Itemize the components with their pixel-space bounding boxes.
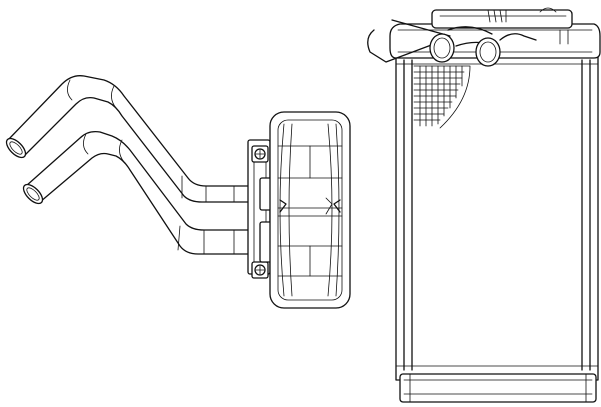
upper-bolt-icon bbox=[251, 145, 269, 163]
core-body bbox=[395, 49, 599, 381]
side-view-tube-assembly bbox=[5, 75, 351, 309]
fin-pattern bbox=[413, 65, 471, 129]
lower-outlet-tube bbox=[22, 130, 263, 255]
upper-inlet-tube bbox=[5, 75, 263, 203]
side-view-header-tank bbox=[269, 111, 351, 309]
front-view-heater-core bbox=[367, 7, 601, 403]
lower-bolt-icon bbox=[251, 261, 269, 279]
mounting-flange bbox=[247, 139, 277, 279]
lower-tube-end bbox=[22, 183, 44, 205]
bottom-tank bbox=[399, 373, 597, 403]
top-outlet-pipe bbox=[447, 26, 537, 67]
top-inlet-pipe bbox=[367, 19, 455, 63]
upper-tube-end bbox=[5, 137, 27, 159]
